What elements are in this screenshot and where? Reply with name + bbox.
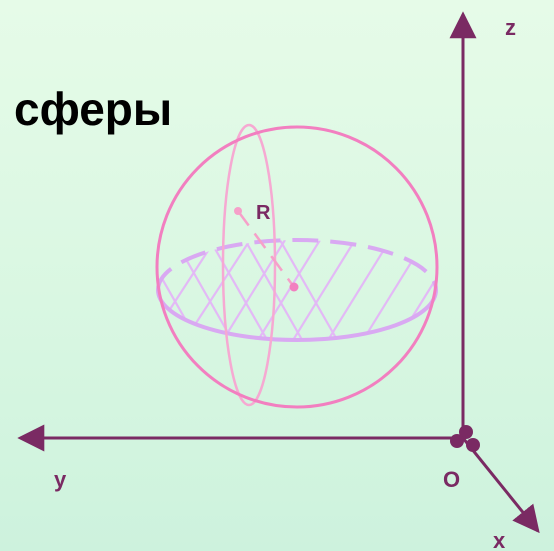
- equator-hatching: [158, 240, 436, 340]
- x-axis-label: x: [493, 528, 506, 551]
- radius-line: [236, 210, 296, 288]
- equator-back-arc: [156, 238, 438, 291]
- sphere-center-point: [289, 282, 299, 292]
- z-axis-label: z: [505, 15, 516, 40]
- origin-point: [450, 425, 480, 452]
- diagram-title: сферы: [14, 83, 173, 135]
- sphere-outline: [155, 125, 439, 409]
- radius-endpoint: [234, 207, 242, 215]
- equator-front-arc: [156, 289, 438, 342]
- y-axis-label: y: [54, 467, 67, 492]
- meridian-ellipse: [221, 123, 277, 407]
- x-axis: [461, 437, 540, 534]
- radius-label: R: [256, 202, 271, 224]
- origin-label: O: [443, 467, 460, 492]
